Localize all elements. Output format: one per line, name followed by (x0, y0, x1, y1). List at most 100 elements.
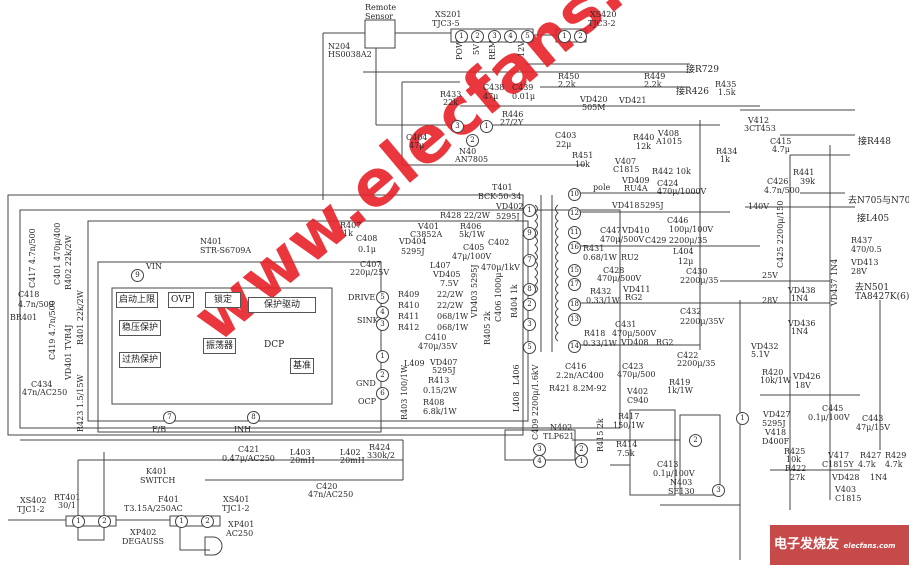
label-c416v: 2.2n/AC400 (556, 371, 604, 380)
xs201-pin-3: 3 (488, 30, 501, 43)
label-r425: R425 (784, 447, 806, 456)
label-r409: R409 (398, 290, 420, 299)
t401-left-pin-2: 2 (523, 298, 536, 311)
label-r419: R419 (669, 378, 691, 387)
label-c420v: 47n/AC250 (308, 490, 354, 499)
label-vd411v: RG2 (625, 293, 643, 302)
label-r413v: 0.15/2W (423, 386, 457, 395)
label-c413v: 0.1μ/100V (653, 469, 695, 478)
label-l404v: 12μ (678, 257, 694, 266)
label-vd426v: 18V (795, 381, 811, 390)
label-vd413v: 28V (851, 267, 867, 276)
label-r417v: 150/1W (613, 421, 645, 430)
label-l407: L407 (430, 261, 451, 270)
label-r424v: 330k/2 (367, 451, 395, 460)
t401-left-pin-8: 8 (523, 283, 536, 296)
label-v418: V418 (765, 428, 787, 437)
label-l409: L409 (404, 359, 425, 368)
label-r406: R406 (460, 222, 482, 231)
ic-block-reference: 基准 (290, 358, 315, 374)
n403-pin-3: 3 (712, 484, 725, 497)
t401-left-pin-3: 3 (523, 318, 536, 331)
label-c426v: 4.7n/500 (764, 186, 800, 195)
label-vd438v: 1N4 (791, 294, 809, 303)
label-n40v: AN7805 (455, 155, 489, 164)
ic-block-protect-drive: 保护驱动 (248, 297, 316, 313)
label-r417: R417 (618, 412, 640, 421)
label-v417v: C1815Y (822, 460, 854, 469)
t401-right-pin-16: 16 (568, 241, 581, 254)
logo-cn: 电子发烧友 (774, 537, 840, 552)
ic-block-reg-protect: 稳压保护 (119, 320, 162, 336)
label-r428: R428 22/2W (440, 211, 491, 220)
label-r441v: 39k (800, 177, 816, 186)
plug-pin-1: 1 (175, 515, 188, 528)
label-r420v: 10k/1W (760, 376, 792, 385)
ic-block-oscillator: 振荡器 (203, 338, 237, 354)
n401-pin-7: 7 (163, 411, 176, 424)
xs201-pin-2: 2 (471, 30, 484, 43)
label-r441: R441 (793, 168, 815, 177)
label-drive: DRIVE (348, 293, 376, 302)
label-p12v: 12V (517, 41, 526, 57)
label-t401v: BCK-50-34 (478, 192, 522, 201)
label-r434: R434 (716, 147, 738, 156)
label-vd408v: RG2 (656, 338, 674, 347)
label-l403: L403 (290, 448, 311, 457)
label-to-l405: 接L405 (857, 214, 890, 224)
label-c432v: 2200μ/35V (680, 317, 725, 326)
label-vd402: VD402 (496, 202, 524, 211)
label-rt401v: 30/1 (58, 501, 76, 510)
label-v402v: C940 (627, 396, 649, 405)
label-v403: V403 (835, 485, 857, 494)
label-c429: C429 2200μ/35 (645, 236, 708, 245)
t401-right-pin-14: 14 (568, 340, 581, 353)
label-fb: F/B (152, 425, 167, 434)
xs420-pin-2: 2 (574, 30, 587, 43)
label-c407: C407 (360, 260, 382, 269)
label-r411: R411 (398, 312, 420, 321)
label-r435v: 1.5k (718, 88, 736, 97)
label-vd432v: 5.1V (751, 350, 770, 359)
n401-pin-5: 5 (376, 291, 389, 304)
label-vd408: VD408 (621, 338, 649, 347)
label-v401: V401 (418, 222, 440, 231)
label-c439v: 0.01μ (512, 92, 536, 101)
label-to-r448: 接R448 (858, 137, 891, 147)
label-r440v: 12k (636, 142, 652, 151)
label-vd402v: 5295J (496, 212, 520, 221)
label-c410v: 470μ/35V (418, 342, 458, 351)
label-n401: N401 (200, 237, 223, 246)
label-c406: C406 1000μ (494, 272, 503, 323)
label-r449: R449 (644, 72, 666, 81)
label-vd409v: RU4A (624, 184, 648, 193)
label-remote1: Remote (365, 3, 397, 12)
label-c446v: 100μ/100V (669, 225, 714, 234)
label-c410: C410 (425, 333, 447, 342)
label-r414: R414 (616, 440, 638, 449)
label-c428: C428 (603, 266, 625, 275)
t401-right-pin-12: 12 (568, 207, 581, 220)
label-vd418: VD418 (612, 201, 640, 210)
label-xs201v: TJC3-5 (432, 19, 460, 28)
n40-pin-2: 2 (466, 134, 479, 147)
xs201-pin-5: 5 (521, 30, 534, 43)
label-c421v: 0.47μ/AC250 (222, 454, 275, 463)
label-to-n501: 去N501 (855, 283, 890, 293)
label-vd407: VD407 (430, 358, 458, 367)
label-c419: C419 4.7n/500 (48, 300, 57, 360)
t401-left-pin-5: 5 (523, 341, 536, 354)
label-br401: BR401 (10, 313, 38, 322)
t401-left-pin-7: 7 (523, 254, 536, 267)
n402-pin-4: 4 (533, 455, 546, 468)
label-r422: R422 (785, 464, 807, 473)
label-r446v: 27/2Y (500, 118, 524, 127)
label-vd405: VD405 (433, 270, 461, 279)
label-c430v: 2200μ/35 (680, 276, 719, 285)
label-xp402: XP402 (130, 528, 157, 537)
label-ocp: OCP (358, 397, 377, 406)
label-c443: C443 (862, 414, 884, 423)
plug-pin-2: 2 (201, 515, 214, 528)
label-c402: C402 (488, 238, 510, 247)
